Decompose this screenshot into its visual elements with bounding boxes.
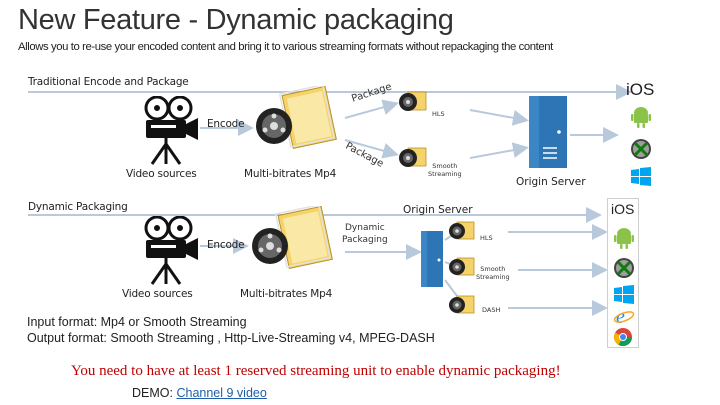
dynamic-smooth-icon [448,256,476,278]
dynamic-origin-server-icon [420,230,444,288]
origin-server-icon [527,94,569,170]
output-format-text: Output format: Smooth Streaming , Http-L… [27,331,435,345]
dynamic-section-label: Dynamic Packaging [28,201,128,213]
demo-prefix: DEMO: [132,386,173,400]
dynamic-multibitrate-label: Multi-bitrates Mp4 [240,288,333,300]
to-origin-arrow-2 [469,142,529,159]
slide-title: New Feature - Dynamic packaging [18,4,454,36]
video-sources-label: Video sources [126,168,197,180]
dynamic-dash-label: DASH [482,306,501,314]
film-camera-icon [140,96,200,166]
windows-icon-dynamic [613,284,635,306]
dynamic-hls-label: HLS [480,234,493,242]
package-arrow-bottom [344,139,399,159]
dynamic-mp4-folder-icon [248,206,338,278]
package-arrow-top [344,99,399,119]
svg-text:e: e [616,306,625,327]
dynamic-video-sources-label: Video sources [122,288,193,300]
platforms-column-dynamic: iOS e [607,198,639,348]
reserved-unit-warning: You need to have at least 1 reserved str… [71,363,561,379]
ie-icon: e [613,305,635,327]
origin-server-label: Origin Server [516,176,586,188]
android-icon [631,106,651,128]
multibitrate-label: Multi-bitrates Mp4 [244,168,337,180]
hls-label: HLS [432,110,445,118]
encode-label: Encode [207,118,245,130]
input-format-text: Input format: Mp4 or Smooth Streaming [27,315,247,329]
mp4-folder-icon [252,86,342,158]
dynamic-encode-label: Encode [207,239,245,251]
demo-line: DEMO: Channel 9 video [132,386,267,400]
smooth-streaming-label: Smooth Streaming [428,162,462,178]
xbox-icon [630,138,652,160]
ios-logo-icon-dynamic: iOS [611,201,635,217]
channel9-video-link[interactable]: Channel 9 video [176,386,267,400]
dynamic-hls-icon [448,220,476,242]
dynamic-dash-icon [448,294,476,316]
hls-package-icon [398,90,428,114]
dynamic-packaging-label: Dynamic Packaging [342,223,388,245]
smooth-package-icon [398,146,428,170]
formats-block: Input format: Mp4 or Smooth Streaming Ou… [27,314,435,346]
dynamic-origin-label: Origin Server [403,204,473,216]
dynamic-smooth-label: Smooth Streaming [476,265,510,281]
ios-logo-icon: iOS [626,80,655,99]
slide-subtitle: Allows you to re-use your encoded conten… [18,41,553,53]
film-camera-icon-dynamic [140,216,200,286]
android-icon-dynamic [614,227,634,249]
xbox-icon-dynamic [613,257,635,279]
traditional-section-label: Traditional Encode and Package [28,76,189,88]
platforms-column-traditional: iOS [618,80,666,192]
chrome-icon [613,327,633,347]
to-origin-arrow-1 [469,109,529,126]
windows-icon [630,166,652,188]
